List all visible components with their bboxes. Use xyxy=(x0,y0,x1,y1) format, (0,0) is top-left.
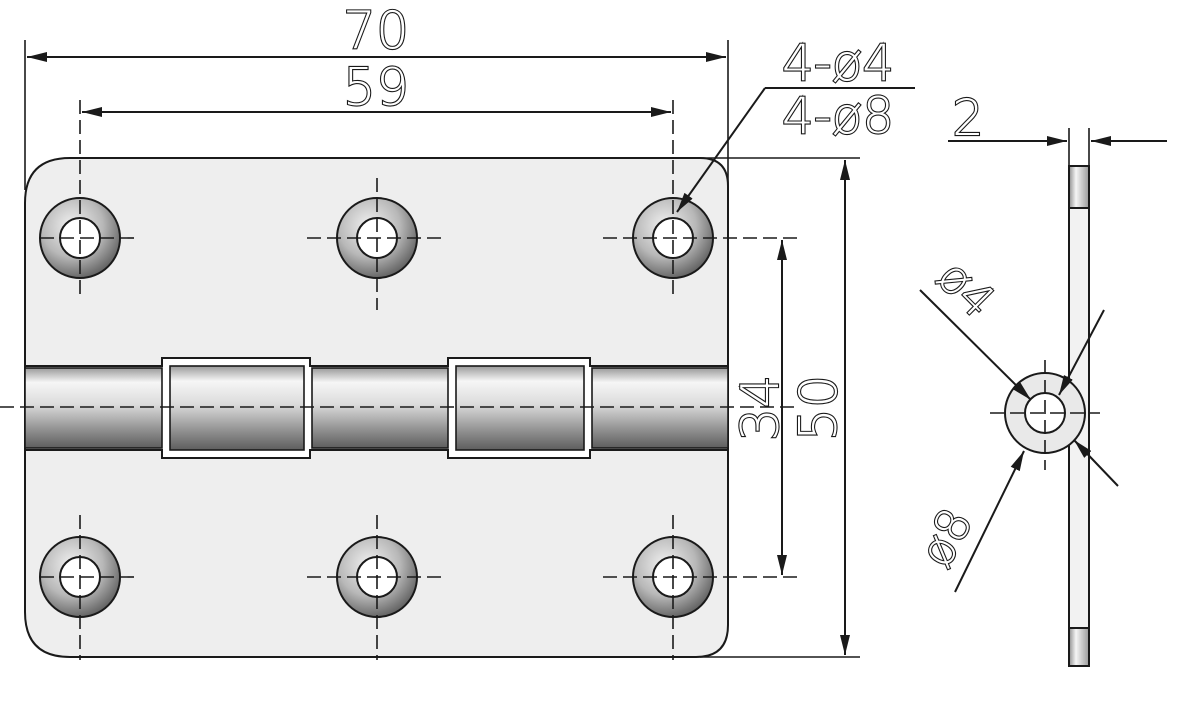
dimension-thickness: 2 xyxy=(948,88,1167,166)
side-plate-bottom xyxy=(1068,627,1090,667)
knuckle-4 xyxy=(455,365,585,451)
hinge-knuckles xyxy=(0,357,800,459)
dimension-overall-width: 70 xyxy=(24,0,729,190)
dim-50-label: 50 xyxy=(789,375,849,441)
hole-spec-leader: 4-ø4 4-ø8 xyxy=(676,33,915,213)
knuckle-2 xyxy=(169,365,305,451)
dim-2-label: 2 xyxy=(952,89,984,147)
dim-70-label: 70 xyxy=(343,1,409,61)
knuckle-1 xyxy=(24,367,163,449)
hole-centerlines xyxy=(40,100,800,660)
dim-side-o8-label: ø8 xyxy=(909,499,984,575)
dimension-hole-spacing: 59 xyxy=(82,57,671,119)
dim-side-o4-label: ø4 xyxy=(927,249,1006,328)
knuckle-3 xyxy=(311,367,449,449)
side-view xyxy=(990,165,1100,667)
dim-34-label: 34 xyxy=(731,375,791,441)
knuckle-5 xyxy=(591,367,729,449)
side-plate-top xyxy=(1068,165,1090,209)
hole-spec-small-label: 4-ø4 xyxy=(782,34,894,92)
dim-59-label: 59 xyxy=(343,58,409,118)
dimension-overall-height: 50 xyxy=(700,157,860,658)
dimension-hole-pitch: 34 xyxy=(730,240,792,575)
hole-spec-large-label: 4-ø8 xyxy=(782,87,894,145)
